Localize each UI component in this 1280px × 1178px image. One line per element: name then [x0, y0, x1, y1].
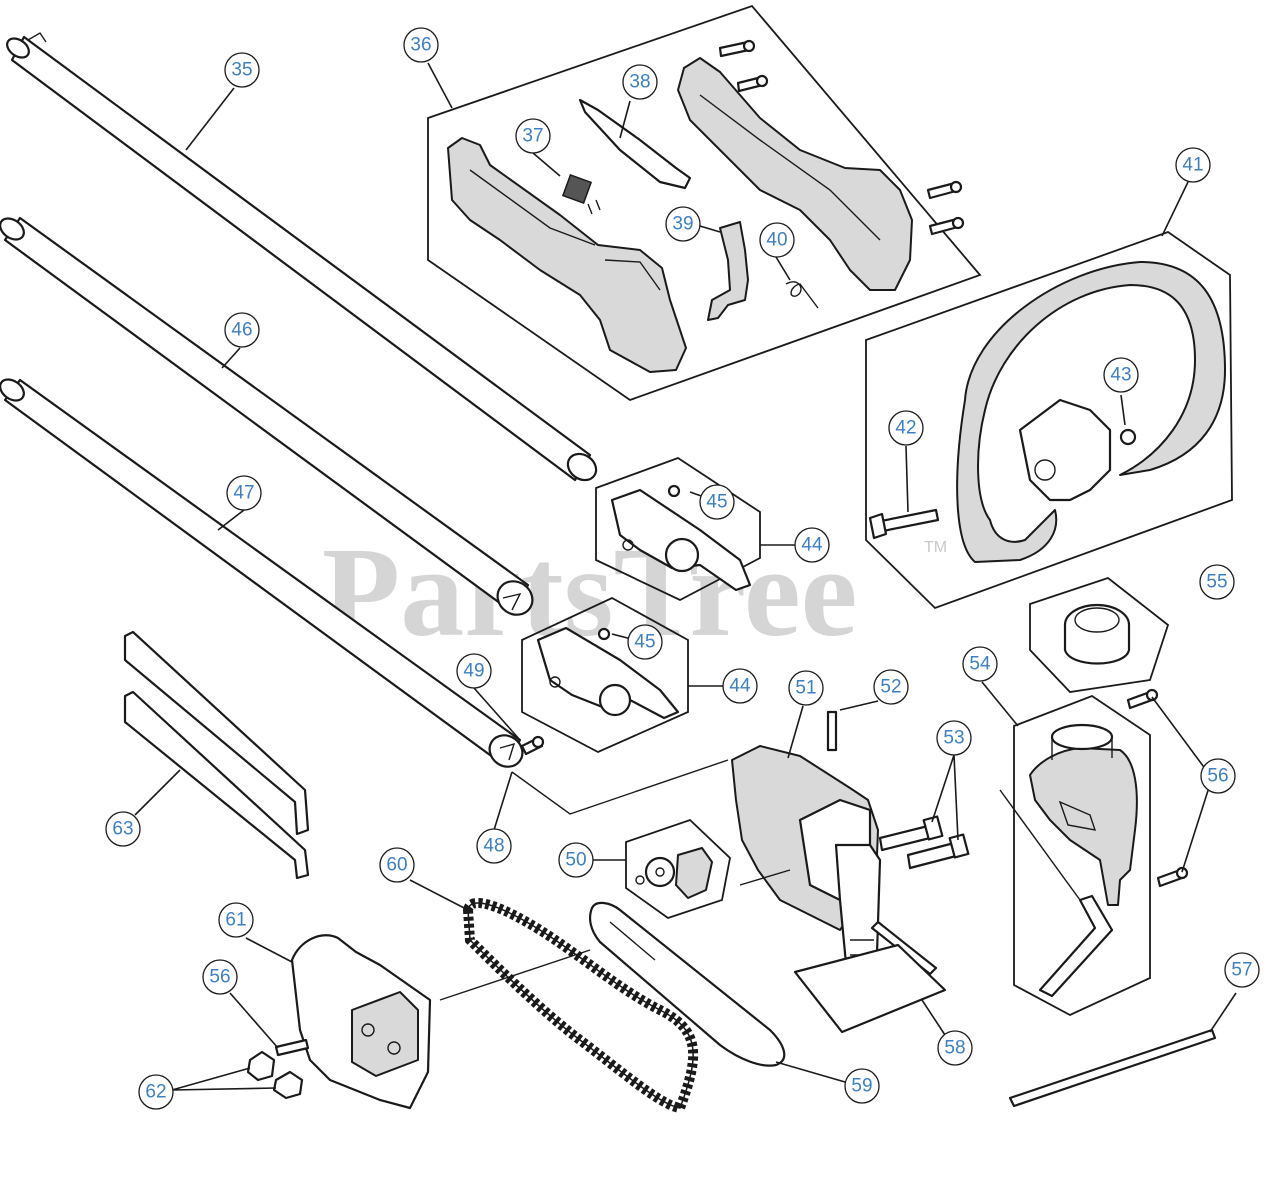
svg-text:59: 59: [851, 1076, 872, 1097]
callout-40[interactable]: 40: [759, 222, 795, 258]
callout-38[interactable]: 38: [622, 64, 658, 100]
callout-52[interactable]: 52: [873, 669, 909, 705]
svg-text:53: 53: [943, 728, 964, 749]
callout-50[interactable]: 50: [558, 842, 594, 878]
svg-text:46: 46: [231, 320, 252, 341]
sprocket-assembly-50: [625, 818, 731, 919]
svg-text:50: 50: [565, 850, 586, 871]
svg-text:36: 36: [410, 35, 431, 56]
front-handle-assembly-41: [865, 230, 1233, 610]
svg-text:55: 55: [1206, 572, 1227, 593]
callout-43[interactable]: 43: [1103, 357, 1139, 393]
svg-text:42: 42: [895, 418, 916, 439]
screw-49: [520, 735, 545, 756]
callout-56-left[interactable]: 56: [202, 959, 238, 995]
callout-42[interactable]: 42: [888, 410, 924, 446]
callout-62[interactable]: 62: [138, 1074, 174, 1110]
svg-text:62: 62: [145, 1082, 166, 1103]
svg-text:43: 43: [1110, 365, 1131, 386]
saw-chain-60: [462, 897, 699, 1114]
svg-text:41: 41: [1182, 155, 1203, 176]
callout-49[interactable]: 49: [456, 653, 492, 689]
svg-text:47: 47: [233, 483, 254, 504]
callout-44-upper[interactable]: 44: [794, 527, 830, 563]
svg-text:40: 40: [766, 230, 787, 251]
callouts: 35 36 37 38 39 40 41 42 43 44 45 44 45 4…: [105, 27, 1260, 1110]
callout-46[interactable]: 46: [224, 312, 260, 348]
watermark-trademark: TM: [924, 539, 947, 556]
svg-text:38: 38: [629, 72, 650, 93]
callout-44-lower[interactable]: 44: [722, 668, 758, 704]
svg-text:63: 63: [112, 819, 133, 840]
svg-text:39: 39: [672, 214, 693, 235]
callout-41[interactable]: 41: [1175, 147, 1211, 183]
svg-text:60: 60: [386, 855, 407, 876]
callout-36[interactable]: 36: [403, 27, 439, 63]
callout-48[interactable]: 48: [476, 828, 512, 864]
svg-text:44: 44: [729, 676, 751, 697]
svg-text:58: 58: [944, 1038, 965, 1059]
svg-text:44: 44: [801, 535, 823, 556]
callout-54[interactable]: 54: [962, 646, 998, 682]
guide-rails-63: [123, 630, 310, 880]
rod-57: [1008, 1028, 1217, 1108]
svg-text:56: 56: [1207, 766, 1228, 787]
callout-57[interactable]: 57: [1224, 952, 1260, 988]
svg-text:61: 61: [225, 910, 246, 931]
tube-46: [0, 216, 534, 616]
svg-text:37: 37: [522, 126, 543, 147]
callout-45-lower[interactable]: 45: [627, 624, 663, 660]
callout-58[interactable]: 58: [937, 1030, 973, 1066]
svg-text:56: 56: [209, 967, 230, 988]
callout-56-right[interactable]: 56: [1200, 758, 1236, 794]
callout-60[interactable]: 60: [379, 847, 415, 883]
callout-39[interactable]: 39: [665, 206, 701, 242]
svg-text:52: 52: [880, 677, 901, 698]
oil-cap-55: [1029, 576, 1170, 693]
oil-tank-assembly-54: [1013, 688, 1189, 1017]
clamp-assembly-44-upper: [595, 456, 761, 602]
callout-35[interactable]: 35: [224, 52, 260, 88]
svg-text:48: 48: [483, 836, 504, 857]
callout-63[interactable]: 63: [105, 811, 141, 847]
callout-45-upper[interactable]: 45: [699, 484, 735, 520]
handle-assembly-36: [427, 4, 982, 402]
svg-text:45: 45: [634, 632, 655, 653]
tube-35: [6, 32, 598, 482]
clamp-assembly-44-lower: [521, 596, 689, 753]
svg-text:45: 45: [706, 492, 727, 513]
svg-text:49: 49: [463, 661, 484, 682]
leader-lines: [134, 62, 1237, 1091]
svg-text:54: 54: [969, 654, 991, 675]
callout-59[interactable]: 59: [844, 1068, 880, 1104]
svg-text:51: 51: [795, 678, 816, 699]
svg-text:57: 57: [1231, 960, 1252, 981]
side-cover-61: [246, 934, 432, 1110]
callout-37[interactable]: 37: [515, 118, 551, 154]
callout-53[interactable]: 53: [936, 720, 972, 756]
callout-55[interactable]: 55: [1199, 564, 1235, 600]
guide-bar-59: [589, 901, 786, 1067]
callout-51[interactable]: 51: [788, 670, 824, 706]
callout-47[interactable]: 47: [226, 475, 262, 511]
callout-61[interactable]: 61: [218, 902, 254, 938]
svg-text:35: 35: [231, 60, 252, 81]
gearbox-51: [731, 710, 970, 1034]
